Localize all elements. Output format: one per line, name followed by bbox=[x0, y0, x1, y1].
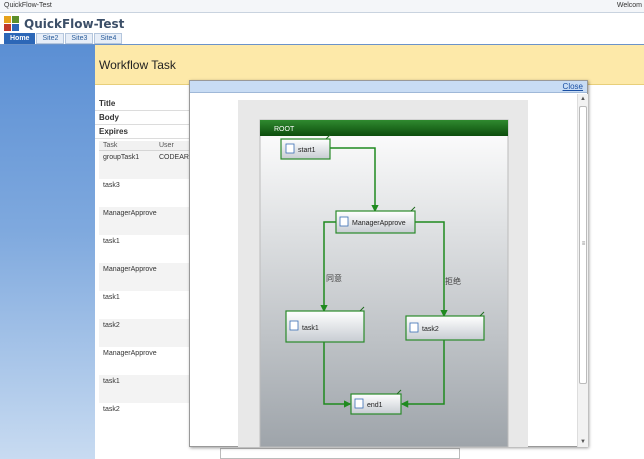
dialog-scrollbar[interactable]: ▲ ≡ ▼ bbox=[577, 94, 588, 447]
user-cell bbox=[159, 403, 191, 431]
user-cell bbox=[159, 347, 191, 375]
table-row: ManagerApprove bbox=[99, 347, 191, 375]
task-icon bbox=[409, 322, 419, 333]
tab-home[interactable]: Home bbox=[4, 33, 36, 44]
node-approve-label: ManagerApprove bbox=[352, 220, 406, 227]
top-nav-tabs: Home Site2 Site3 Site4 bbox=[4, 33, 123, 44]
user-cell bbox=[159, 179, 191, 207]
task-cell: task1 bbox=[103, 238, 120, 245]
dialog-header: Close bbox=[190, 81, 587, 93]
node-task1-label: task1 bbox=[302, 325, 319, 332]
task-icon bbox=[339, 216, 349, 227]
field-body: Body bbox=[95, 111, 191, 125]
table-row: task3 bbox=[99, 179, 191, 207]
node-end[interactable]: end1 bbox=[350, 389, 402, 415]
task-cell: ManagerApprove bbox=[103, 210, 157, 217]
node-end-label: end1 bbox=[367, 402, 383, 409]
table-row: ManagerApprove bbox=[99, 207, 191, 235]
table-header: Task User bbox=[99, 141, 191, 151]
container-label: ROOT bbox=[274, 126, 295, 133]
task-cell: task1 bbox=[103, 294, 120, 301]
node-task2[interactable]: task2 bbox=[405, 311, 485, 341]
user-cell bbox=[159, 207, 191, 235]
node-manager-approve[interactable]: ManagerApprove bbox=[335, 206, 416, 234]
node-task2-label: task2 bbox=[422, 326, 439, 333]
page-header: Workflow Task bbox=[95, 45, 644, 85]
node-start-label: start1 bbox=[298, 147, 316, 154]
edge-label-reject: 拒绝 bbox=[445, 276, 461, 286]
edge-label-agree: 同意 bbox=[326, 273, 342, 283]
user-cell bbox=[159, 319, 191, 347]
node-start[interactable]: start1 bbox=[280, 134, 331, 160]
table-row: task2 bbox=[99, 319, 191, 347]
top-bar: QuickFlow-Test Welcom bbox=[0, 0, 644, 13]
workflow-diagram-dialog: Close bbox=[189, 80, 588, 447]
user-cell bbox=[159, 235, 191, 263]
table-row: task1 bbox=[99, 235, 191, 263]
welcome-menu[interactable]: Welcom bbox=[616, 2, 642, 9]
table-row: ManagerApprove bbox=[99, 263, 191, 291]
node-task1[interactable]: task1 bbox=[285, 306, 365, 343]
table-row: task1 bbox=[99, 291, 191, 319]
task-cell: ManagerApprove bbox=[103, 266, 157, 273]
task-icon bbox=[289, 320, 299, 331]
root-container: ROOT bbox=[259, 119, 509, 447]
background-input[interactable] bbox=[220, 448, 460, 459]
edge-start-approve bbox=[330, 147, 379, 213]
nav-divider bbox=[0, 44, 644, 45]
task-cell: ManagerApprove bbox=[103, 350, 157, 357]
page-title: Workflow Task bbox=[99, 58, 176, 72]
task-cell: task2 bbox=[103, 406, 120, 413]
edge-task2-end bbox=[400, 340, 445, 408]
task-cell: task3 bbox=[103, 182, 120, 189]
table-row: task2 bbox=[99, 403, 191, 431]
diagram-canvas: ROOT 同意 拒绝 start1 bbox=[238, 100, 528, 447]
table-body: groupTask1 CODEAR task3 ManagerApprove ta… bbox=[99, 151, 191, 431]
task-fields: Title Body Expires bbox=[95, 97, 191, 139]
table-row: task1 bbox=[99, 375, 191, 403]
scroll-up-arrow-icon[interactable]: ▲ bbox=[580, 96, 586, 102]
task-cell: task1 bbox=[103, 378, 120, 385]
user-cell bbox=[159, 375, 191, 403]
user-cell bbox=[159, 263, 191, 291]
task-cell: groupTask1 bbox=[103, 154, 140, 161]
start-icon bbox=[285, 143, 295, 154]
field-expires: Expires bbox=[95, 125, 191, 139]
end-icon bbox=[354, 398, 364, 409]
user-cell bbox=[159, 291, 191, 319]
field-title: Title bbox=[95, 97, 191, 111]
brand-title[interactable]: QuickFlow-Test bbox=[24, 17, 125, 31]
tab-site3[interactable]: Site3 bbox=[65, 33, 94, 44]
task-cell: task2 bbox=[103, 322, 120, 329]
scroll-thumb[interactable]: ≡ bbox=[579, 106, 587, 384]
brand: QuickFlow-Test bbox=[4, 15, 124, 33]
dialog-body: ROOT 同意 拒绝 start1 bbox=[190, 94, 578, 447]
task-history-table: Task User groupTask1 CODEAR task3 Manager… bbox=[99, 141, 191, 431]
workflow-diagram: ROOT 同意 拒绝 start1 bbox=[259, 119, 509, 447]
close-link[interactable]: Close bbox=[562, 82, 583, 91]
column-header-user: User bbox=[159, 142, 174, 149]
tab-site4[interactable]: Site4 bbox=[94, 33, 123, 44]
left-navigation bbox=[0, 45, 95, 459]
site-title-link[interactable]: QuickFlow-Test bbox=[4, 2, 52, 9]
grip-icon: ≡ bbox=[581, 241, 586, 247]
edge-task1-end bbox=[323, 342, 352, 408]
sharepoint-logo-icon bbox=[4, 16, 20, 32]
tab-site2[interactable]: Site2 bbox=[36, 33, 65, 44]
column-header-task: Task bbox=[103, 142, 118, 149]
table-row: groupTask1 CODEAR bbox=[99, 151, 191, 179]
user-cell: CODEAR bbox=[159, 154, 189, 161]
scroll-down-arrow-icon[interactable]: ▼ bbox=[580, 439, 586, 445]
